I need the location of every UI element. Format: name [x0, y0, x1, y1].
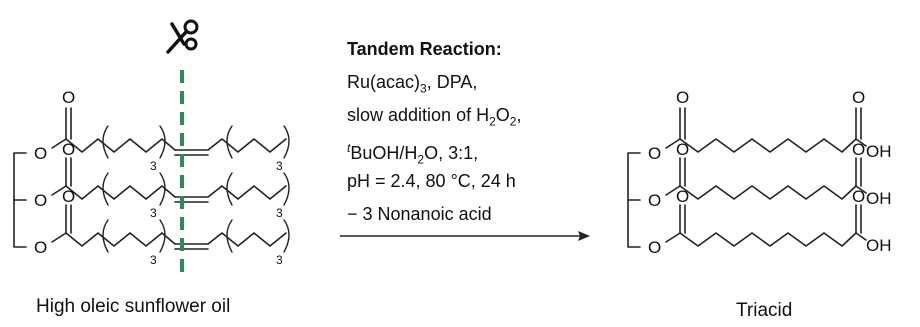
acid-hydroxyl-2: OH	[866, 189, 892, 208]
acid-chain-3	[665, 204, 867, 247]
acid-carbonyl-oxygen-1: O	[852, 88, 865, 107]
ester-oxygen-2: O	[34, 191, 47, 210]
repeat-count-2b: 3	[276, 206, 283, 220]
product-carbonyl-oxygen-3: O	[676, 187, 689, 206]
reaction-arrow	[340, 231, 590, 241]
product-structure	[627, 107, 867, 248]
product-ester-oxygen-2: O	[648, 191, 661, 210]
byproduct-line: − 3 Nonanoic acid	[347, 204, 492, 224]
fatty-chain-2	[51, 157, 287, 203]
acid-chain-1	[665, 107, 867, 153]
product-ester-oxygen-3: O	[648, 238, 661, 257]
substrate-structure	[13, 107, 290, 253]
catalyst-line: Ru(acac)3, DPA,	[347, 72, 478, 96]
product-ester-oxygen-1: O	[648, 144, 661, 163]
acid-carbonyl-oxygen-2: O	[852, 140, 865, 159]
conditions-line: pH = 2.4, 80 °C, 24 h	[347, 171, 516, 191]
acid-hydroxyl-1: OH	[866, 142, 892, 161]
carbonyl-oxygen-2: O	[62, 140, 75, 159]
carbonyl-oxygen-1: O	[62, 88, 75, 107]
repeat-count-1b: 3	[276, 159, 283, 173]
repeat-brackets	[102, 125, 290, 253]
ester-oxygen-3: O	[34, 238, 47, 257]
product-carbonyl-oxygen-2: O	[676, 140, 689, 159]
repeat-count-3b: 3	[276, 253, 283, 267]
ester-oxygen-1: O	[34, 144, 47, 163]
product-carbonyl-oxygen-1: O	[676, 88, 689, 107]
oxidant-line: slow addition of H2O2,	[347, 105, 522, 129]
repeat-count-1a: 3	[150, 159, 157, 173]
fatty-chain-3	[51, 204, 287, 250]
acid-chain-2	[665, 157, 867, 200]
repeat-count-2a: 3	[150, 206, 157, 220]
carbonyl-oxygen-3: O	[62, 187, 75, 206]
reaction-title: Tandem Reaction:	[347, 39, 502, 59]
repeat-count-3a: 3	[150, 253, 157, 267]
product-caption: Triacid	[736, 300, 793, 321]
acid-carbonyl-oxygen-3: O	[852, 187, 865, 206]
substrate-caption: High oleic sunflower oil	[36, 296, 231, 317]
solvent-line: tBuOH/H2O, 3:1,	[347, 141, 479, 167]
scissors-icon	[166, 19, 199, 54]
fatty-chain-1	[51, 107, 287, 156]
acid-hydroxyl-3: OH	[866, 236, 892, 255]
